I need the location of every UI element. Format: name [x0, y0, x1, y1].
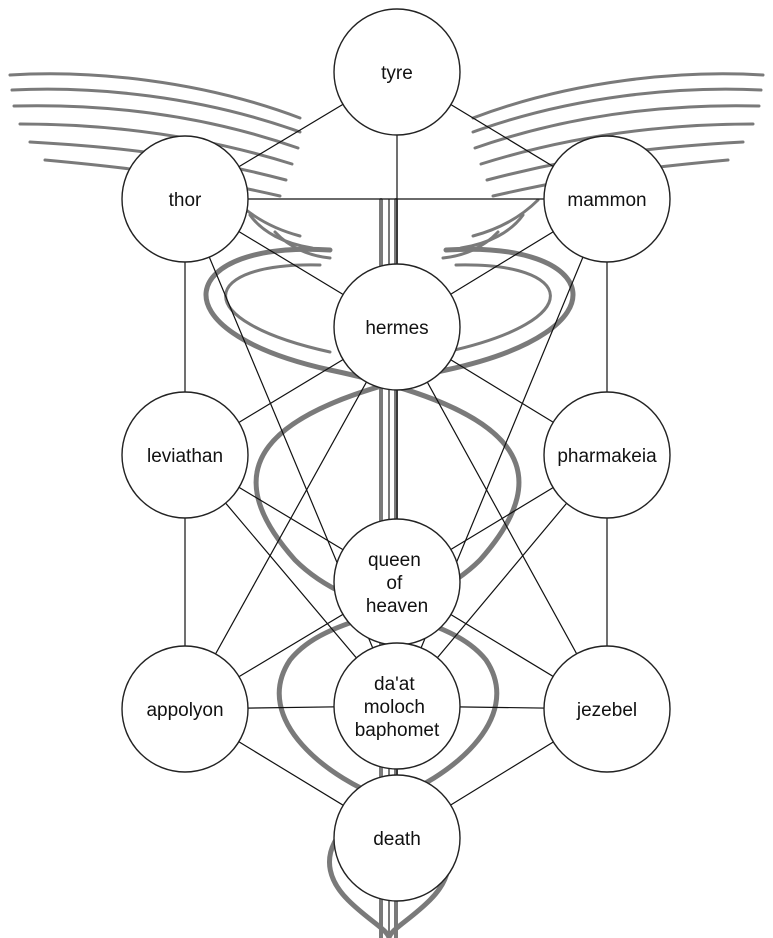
node-mammon: mammon [544, 136, 670, 262]
node-pharmakeia: pharmakeia [544, 392, 670, 518]
node-label: leviathan [147, 446, 223, 467]
node-jezebel: jezebel [544, 646, 670, 772]
node-death: death [334, 775, 460, 901]
node-label: jezebel [576, 700, 637, 721]
node-tyre: tyre [334, 9, 460, 135]
node-thor: thor [122, 136, 248, 262]
node-leviathan: leviathan [122, 392, 248, 518]
node-appolyon: appolyon [122, 646, 248, 772]
node-label: mammon [567, 190, 646, 211]
node-label: thor [169, 190, 202, 211]
node-label: pharmakeia [557, 446, 657, 467]
node-queen-of-heaven: queen of heaven [334, 519, 460, 645]
node-label: hermes [365, 318, 428, 339]
node-hermes: hermes [334, 264, 460, 390]
node-label: tyre [381, 63, 413, 84]
node-label: death [373, 829, 421, 850]
node-daat-moloch-baphomet: da'at moloch baphomet [334, 643, 460, 769]
node-label: appolyon [146, 700, 223, 721]
